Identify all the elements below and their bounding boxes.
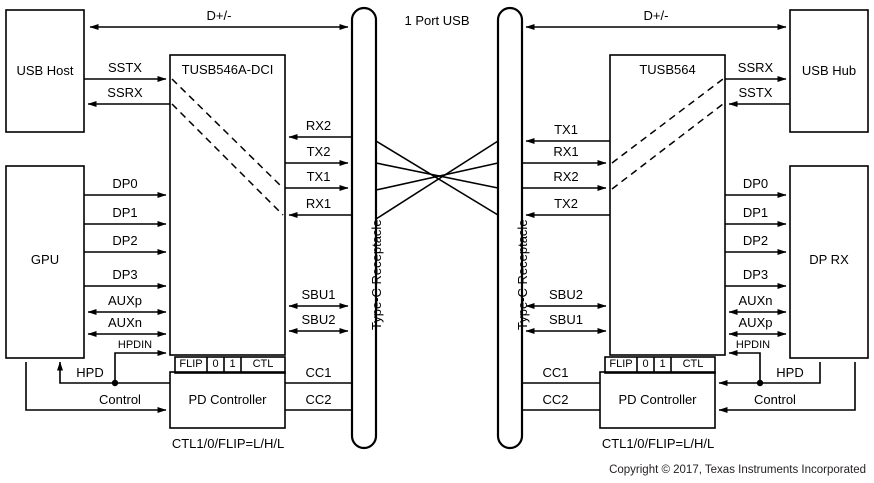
label-dp1-left: DP1 [112,205,138,220]
label-ssrx: SSRX [107,85,143,100]
label-sbu2-left: SBU2 [301,312,336,327]
label-dp0-left: DP0 [112,176,138,191]
label-sbu2-right: SBU2 [549,287,583,302]
label-dp3-left: DP3 [112,267,138,282]
label-tx2-left: TX2 [306,144,331,159]
gpu-label: GPU [30,252,60,267]
label-cc2-left: CC2 [305,392,332,407]
label-dp0-right: DP0 [742,176,769,191]
pd-left-block [169,371,286,429]
label-sstx: SSTX [108,60,142,75]
center-usb-label: 1 Port USB [404,13,470,28]
label-dp1-right: DP1 [742,205,769,220]
strap-right-ctl: CTL [682,358,704,370]
receptacle-left [350,6,378,450]
label-tx1-right: TX1 [554,122,578,137]
usb-host-label: USB Host [16,63,74,78]
dp-rx-label: DP RX [809,252,849,267]
strap-left-1: 1 [229,358,236,370]
label-hpd-left: HPD [76,365,104,380]
pd-left-label: PD Controller [188,392,267,407]
tusb546-internal-mux [171,78,284,216]
label-auxn-left: AUXn [108,315,142,330]
line-control-left [25,362,167,413]
label-ssrx-right: SSRX [737,60,774,75]
label-sbu1-left: SBU1 [301,287,336,302]
usb-hub-block [789,9,869,133]
label-control-right: Control [754,392,796,407]
label-dp2-right: DP2 [742,233,769,248]
line-hpd-right [718,362,821,386]
tusb564-label: TUSB564 [639,62,696,77]
receptacle-right [496,6,524,450]
label-rx1-right: RX1 [553,144,579,159]
label-dp3-right: DP3 [742,267,769,282]
label-auxn-right: AUXn [738,293,773,308]
copyright-notice: Copyright © 2017, Texas Instruments Inco… [609,464,866,476]
note-left-ctl: CTL1/0/FLIP=L/H/L [171,436,285,451]
strap-left-0: 0 [212,358,219,370]
label-cc2-right: CC2 [542,392,569,407]
strap-right-flip: FLIP [609,358,633,370]
strap-left-flip: FLIP [179,358,203,370]
tusb546-label: TUSB546A-DCI [181,62,274,77]
label-sbu1-right: SBU1 [549,312,583,327]
strap-bar-left [174,356,286,374]
strap-bar-right [604,356,716,374]
label-tx1-left: TX1 [306,169,331,184]
label-cc1-right: CC1 [542,365,569,380]
tusb564-internal-mux [611,78,724,190]
label-dplus-right: D+/- [643,8,669,23]
label-control-left: Control [99,392,141,407]
label-dp2-left: DP2 [112,233,138,248]
gpu-block [5,165,85,359]
label-rx2-right: RX2 [553,169,579,184]
pd-right-label: PD Controller [618,392,697,407]
typec-flip-crossover [375,140,499,220]
pd-right-block [599,371,716,429]
usb-host-block [5,9,85,133]
note-right-ctl: CTL1/0/FLIP=L/H/L [601,436,715,451]
line-hpd-left [57,361,170,384]
label-cc1-left: CC1 [305,365,332,380]
line-hpdin-right [728,350,761,383]
label-rx1-left: RX1 [305,196,332,211]
label-auxp-left: AUXp [108,293,142,308]
line-hpdin-left [114,350,167,383]
line-control-right [718,362,856,413]
strap-right-1: 1 [659,358,666,370]
label-rx2-left: RX2 [305,118,332,133]
label-hpdin-left: HPDIN [117,339,153,351]
label-tx2-right: TX2 [554,196,578,211]
usb-hub-label: USB Hub [801,63,857,78]
label-dplus-left: D+/- [206,8,232,23]
label-auxp-right: AUXp [738,315,773,330]
label-sstx-right: SSTX [738,85,773,100]
strap-right-0: 0 [642,358,649,370]
strap-left-ctl: CTL [252,358,274,370]
dp-rx-block [789,165,869,359]
receptacle-left-label: Type-C Receptacle [369,219,384,330]
label-hpdin-right: HPDIN [735,339,771,351]
tusb546-block [169,54,286,356]
label-hpd-right: HPD [776,365,804,380]
tusb564-block [609,54,726,356]
